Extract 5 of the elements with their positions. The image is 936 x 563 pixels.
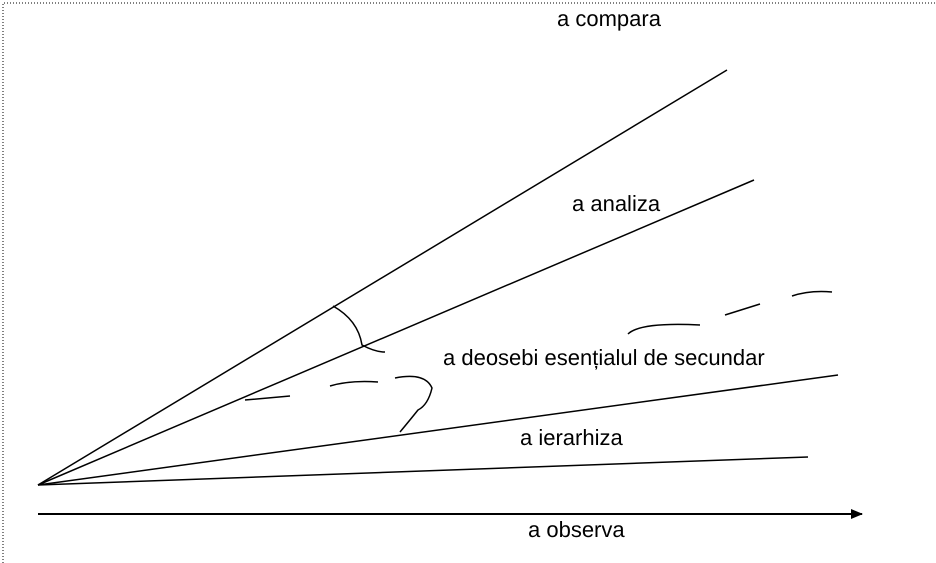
axis-label: a analiza <box>572 193 660 215</box>
axis-label: a ierarhiza <box>520 427 623 449</box>
axis-label: a compara <box>557 8 661 30</box>
axis-label: a deosebi esențialul de secundar <box>443 347 765 369</box>
axis-label: a observa <box>528 519 625 541</box>
